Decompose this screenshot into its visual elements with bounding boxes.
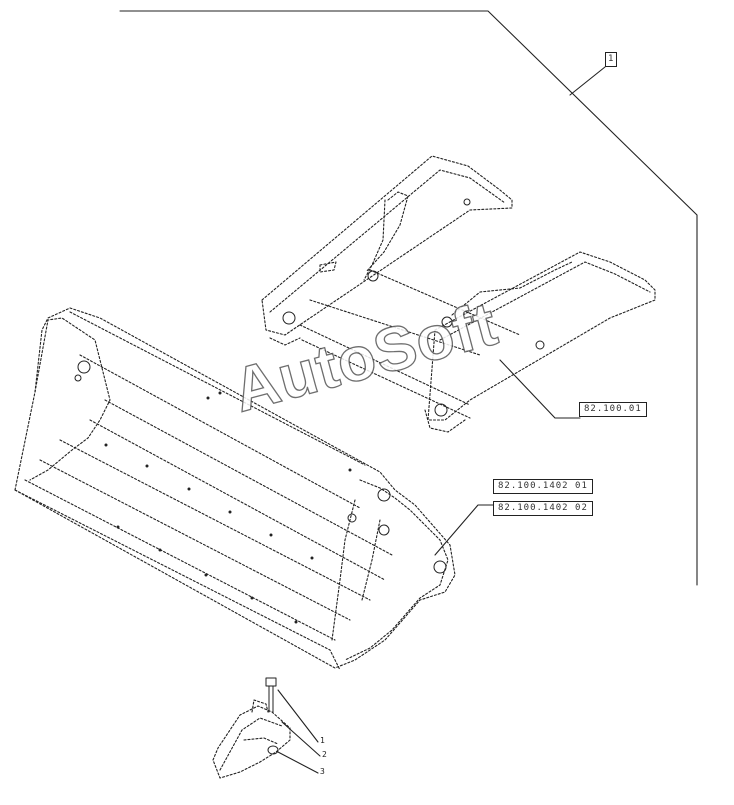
- assembly-leader-line: [119, 10, 698, 586]
- callout-leader-3: [277, 751, 319, 774]
- bucket-ref-label-02: 82.100.1402 02: [493, 501, 593, 516]
- loader-bucket: [14, 307, 456, 671]
- loader-arm-pivots: [282, 198, 545, 417]
- bucket-ref-label-01: 82.100.1402 01: [493, 479, 593, 494]
- bucket-bolt-holes: [74, 360, 447, 574]
- callout-number-3: 3: [320, 767, 325, 776]
- callout-number-1: 1: [320, 736, 325, 745]
- tooth-bolt: [265, 677, 277, 713]
- bucket-rivets: [104, 391, 352, 624]
- top-ref-leader: [569, 66, 606, 96]
- callout-leader-2: [281, 721, 321, 757]
- bucket-tooth: [212, 699, 291, 779]
- callout-number-2: 2: [322, 750, 327, 759]
- top-ref-label: 1: [605, 52, 618, 67]
- callout-leader-1: [277, 689, 319, 743]
- arm-ref-leader: [499, 359, 581, 419]
- bucket-ref-leader: [434, 504, 495, 556]
- loader-arm-frame: [261, 155, 656, 433]
- tooth-nut: [267, 745, 279, 755]
- arm-ref-label: 82.100.01: [579, 402, 647, 417]
